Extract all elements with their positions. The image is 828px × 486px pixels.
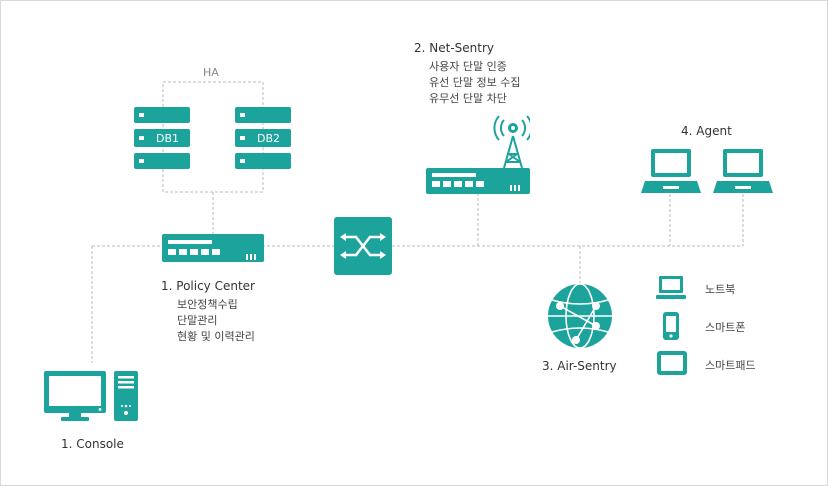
legend-tablet-label: 스마트패드	[705, 359, 756, 372]
laptop-icon	[713, 149, 773, 193]
laptop-icon	[656, 276, 686, 299]
policy-center-line: 현황 및 이력관리	[177, 330, 255, 343]
db1-label: DB1	[156, 132, 179, 145]
agent-title: 4. Agent	[681, 124, 732, 138]
switch-icon	[162, 234, 264, 262]
laptop-icon	[641, 149, 701, 193]
policy-center-line: 단말관리	[177, 314, 218, 327]
console-title: 1. Console	[61, 437, 124, 451]
tablet-icon	[657, 351, 687, 375]
air-sentry-title: 3. Air-Sentry	[542, 359, 617, 373]
net-sentry-line: 유선 단말 정보 수집	[429, 76, 521, 89]
server-icon: DB2	[235, 107, 291, 169]
wireless-router-icon	[426, 115, 530, 194]
smartphone-icon	[663, 312, 679, 340]
net-sentry-line: 사용자 단말 인증	[429, 60, 507, 73]
net-sentry-line: 유무선 단말 차단	[429, 92, 507, 105]
tower-pc-icon	[114, 371, 138, 421]
legend-phone-label: 스마트폰	[705, 321, 746, 334]
policy-center-title: 1. Policy Center	[161, 279, 255, 293]
db2-label: DB2	[257, 132, 280, 145]
ha-label: HA	[203, 66, 219, 79]
policy-center-desc: 보안정책수립 단말관리 현황 및 이력관리	[177, 297, 255, 345]
net-sentry-title: 2. Net-Sentry	[414, 41, 495, 55]
policy-center-line: 보안정책수립	[177, 298, 238, 311]
globe-network-icon	[548, 283, 612, 349]
net-sentry-desc: 사용자 단말 인증 유선 단말 정보 수집 유무선 단말 차단	[429, 59, 520, 107]
switch-icon	[334, 217, 392, 275]
monitor-icon	[44, 371, 106, 421]
server-icon: DB1	[134, 107, 190, 169]
legend-laptop-label: 노트북	[705, 283, 736, 296]
